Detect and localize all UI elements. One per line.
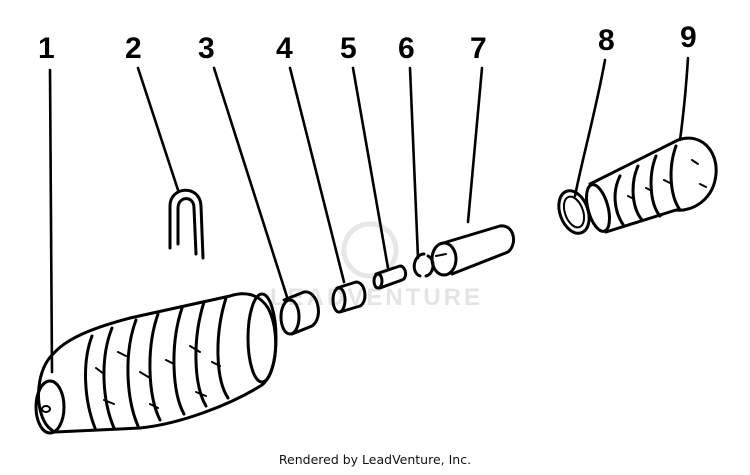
callout-1: 1 bbox=[38, 32, 55, 65]
render-credit: Rendered by LeadVenture, Inc. bbox=[278, 452, 472, 467]
callout-9: 9 bbox=[680, 21, 697, 54]
callout-3: 3 bbox=[198, 32, 215, 65]
part-6-snap-ring bbox=[412, 252, 435, 278]
leader-lines bbox=[48, 56, 690, 374]
part-7-plunger bbox=[430, 224, 516, 277]
watermark: LEADVENTURE bbox=[270, 221, 483, 311]
part-4-sleeve bbox=[331, 280, 367, 314]
part-3-bushing bbox=[279, 290, 320, 336]
part-9-fitting bbox=[585, 136, 718, 234]
callout-6: 6 bbox=[398, 32, 415, 65]
part-2-clip bbox=[168, 188, 205, 260]
part-1-boot bbox=[34, 292, 278, 435]
callout-8: 8 bbox=[598, 24, 615, 57]
callout-2: 2 bbox=[125, 32, 142, 65]
part-5-pin bbox=[372, 264, 408, 290]
callout-5: 5 bbox=[340, 32, 357, 65]
watermark-text: LEADVENTURE bbox=[270, 284, 483, 311]
callout-7: 7 bbox=[470, 32, 487, 65]
callout-4: 4 bbox=[276, 32, 293, 65]
